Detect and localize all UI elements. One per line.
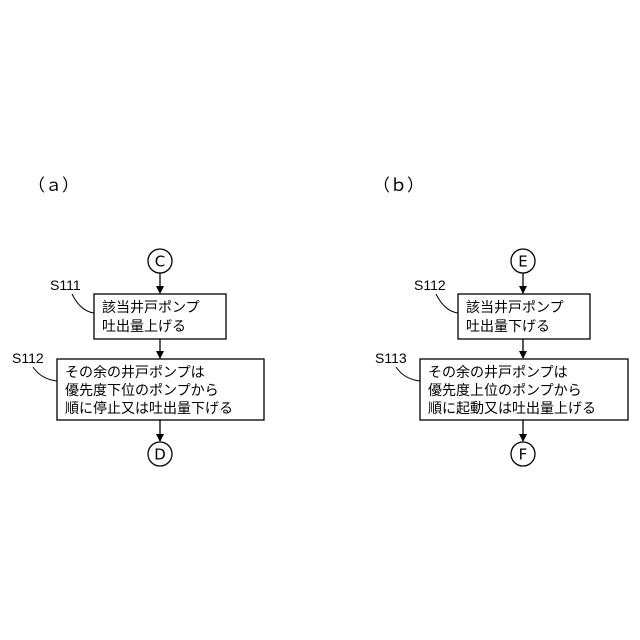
step-label: S113 bbox=[375, 350, 407, 366]
process-text-line: 該当井戸ポンプ bbox=[102, 300, 200, 316]
panel-a-label: （ａ） bbox=[28, 176, 79, 196]
process-text-line: 順に起動又は吐出量上げる bbox=[428, 401, 596, 417]
process-text-line: 吐出量下げる bbox=[466, 319, 550, 335]
step-label: S111 bbox=[50, 277, 81, 293]
leader-line bbox=[33, 367, 57, 381]
panel-b-step1: 該当井戸ポンプ 吐出量下げる S112 bbox=[414, 277, 590, 339]
panel-a-start-connector: C bbox=[148, 249, 172, 273]
panel-b-step2: その余の井戸ポンプは 優先度上位のポンプから 順に起動又は吐出量上げる S113 bbox=[375, 350, 628, 420]
panel-b: （ｂ） E 該当井戸ポンプ 吐出量下げる S112 その余の井戸ポンプは 優先度… bbox=[373, 176, 628, 466]
connector-label: C bbox=[155, 253, 165, 271]
leader-line bbox=[396, 367, 420, 381]
connector-label: F bbox=[519, 446, 528, 464]
panel-b-end-connector: F bbox=[511, 442, 535, 466]
process-text-line: 優先度下位のポンプから bbox=[65, 383, 219, 399]
panel-a-step2: その余の井戸ポンプは 優先度下位のポンプから 順に停止又は吐出量下げる S112 bbox=[12, 350, 264, 420]
process-text-line: その余の井戸ポンプは bbox=[65, 364, 205, 381]
process-text-line: その余の井戸ポンプは bbox=[428, 364, 568, 381]
panel-b-label: （ｂ） bbox=[373, 176, 424, 196]
panel-b-start-connector: E bbox=[511, 249, 535, 273]
process-text-line: 順に停止又は吐出量下げる bbox=[65, 400, 233, 417]
panel-a-step1: 該当井戸ポンプ 吐出量上げる S111 bbox=[50, 277, 226, 339]
process-text-line: 吐出量上げる bbox=[102, 319, 186, 335]
panel-a-end-connector: D bbox=[148, 442, 172, 466]
step-label: S112 bbox=[414, 277, 446, 293]
leader-line bbox=[436, 294, 458, 313]
panel-a: （ａ） C 該当井戸ポンプ 吐出量上げる S111 その余の井戸ポンプは 優先度… bbox=[12, 176, 264, 466]
leader-line bbox=[72, 294, 94, 313]
process-text-line: 該当井戸ポンプ bbox=[466, 300, 564, 316]
process-text-line: 優先度上位のポンプから bbox=[428, 383, 582, 399]
connector-label: E bbox=[518, 253, 527, 271]
step-label: S112 bbox=[12, 350, 44, 366]
connector-label: D bbox=[154, 446, 166, 464]
